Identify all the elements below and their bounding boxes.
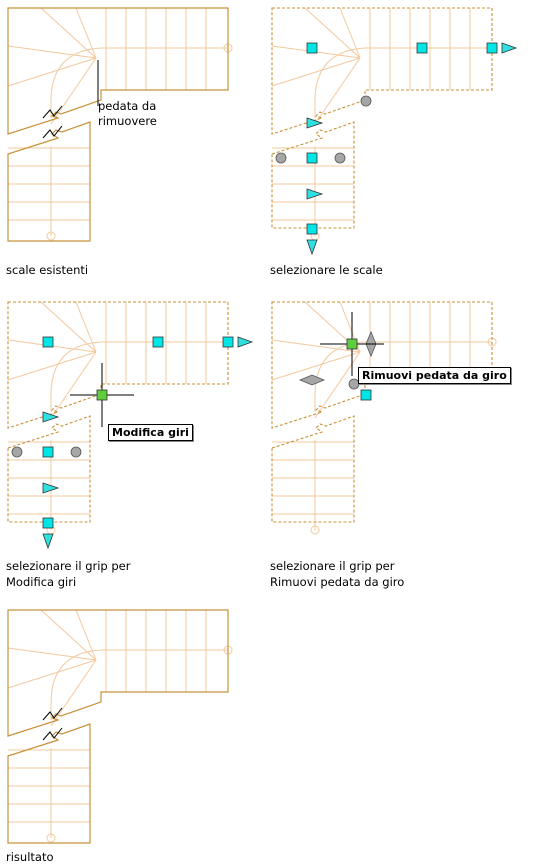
- caption-grip-edit: selezionare il grip per Modifica giri: [6, 558, 130, 590]
- caption-existing: scale esistenti: [6, 262, 88, 278]
- grip-arrow-2: [306, 188, 324, 200]
- caption-select: selezionare le scale: [270, 262, 383, 278]
- caption-line: selezionare il grip per: [6, 559, 131, 573]
- panel-result-stair: [7, 609, 233, 844]
- grip-square-3: [486, 42, 498, 54]
- panel-existing-stair: [7, 7, 233, 242]
- panel-grip-edit: [7, 301, 254, 550]
- active-grip: [96, 389, 108, 401]
- tooltip-modifica-giri: Modifica giri: [108, 424, 193, 441]
- grip-square-5: [306, 223, 318, 235]
- grip-gray-1: [360, 95, 372, 107]
- callout-line-2: rimuovere: [98, 114, 157, 128]
- grip-square-1: [306, 42, 318, 54]
- grip-arrow-right: [501, 42, 518, 54]
- caption-grip-remove: selezionare il grip per Rimuovi pedata d…: [270, 558, 404, 590]
- panel-grip-remove: [271, 301, 497, 535]
- grip-gray-2: [275, 152, 287, 164]
- caption-line: Modifica giri: [6, 575, 77, 589]
- panel-select-stair: [271, 7, 518, 256]
- grip-gray-3: [334, 152, 346, 164]
- caption-result: risultato: [6, 849, 54, 865]
- callout-tread-to-remove: pedata da rimuovere: [98, 99, 157, 129]
- caption-line: risultato: [6, 850, 54, 864]
- grip-diamond-left: [298, 374, 326, 386]
- caption-line: selezionare le scale: [270, 263, 383, 277]
- callout-line-1: pedata da: [98, 99, 157, 113]
- grip-arrow-1: [306, 117, 324, 129]
- caption-line: scale esistenti: [6, 263, 89, 277]
- tooltip-rimuovi-pedata: Rimuovi pedata da giro: [358, 367, 511, 384]
- grip-square-4: [306, 152, 318, 164]
- caption-line: selezionare il grip per: [270, 559, 395, 573]
- caption-line: Rimuovi pedata da giro: [270, 575, 405, 589]
- grip-square-2: [416, 42, 428, 54]
- active-grip: [346, 338, 358, 350]
- grip-arrow-down: [306, 239, 318, 256]
